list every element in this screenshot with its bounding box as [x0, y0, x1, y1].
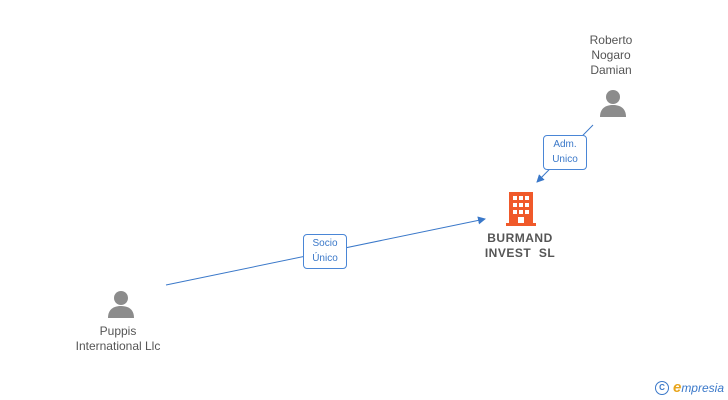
person-roberto-name-line2: Nogaro: [591, 48, 631, 62]
company-name-line1: BURMAND: [487, 231, 553, 245]
person-puppis-name-line2: International Llc: [75, 339, 161, 353]
edge-socio-label-line1: Socio: [312, 238, 338, 249]
person-roberto-label[interactable]: Roberto Nogaro Damian: [571, 33, 651, 78]
company-label[interactable]: BURMAND INVEST SL: [469, 231, 571, 261]
edge-socio-label-line2: Único: [312, 253, 338, 264]
person-roberto-name-line3: Damian: [590, 63, 632, 77]
edge-socio-label[interactable]: Socio Único: [303, 234, 347, 269]
building-icon[interactable]: [506, 191, 536, 227]
person-puppis-icon[interactable]: [106, 289, 136, 319]
person-roberto-name-line1: Roberto: [589, 33, 633, 47]
brand-watermark: C empresia: [654, 379, 724, 396]
copyright-icon: C: [654, 380, 669, 395]
brand-logo-text: mpresia: [681, 381, 724, 395]
person-roberto-icon[interactable]: [598, 88, 628, 118]
person-puppis-name-line1: Puppis: [99, 324, 137, 338]
person-puppis-label[interactable]: Puppis International Llc: [58, 324, 178, 354]
company-name-line2: INVEST SL: [484, 246, 556, 260]
edge-admin-label[interactable]: Adm. Unico: [543, 135, 587, 170]
edge-admin-label-line2: Unico: [552, 154, 578, 165]
brand-logo-e: e: [672, 379, 682, 396]
edge-admin-label-line1: Adm.: [553, 139, 577, 150]
